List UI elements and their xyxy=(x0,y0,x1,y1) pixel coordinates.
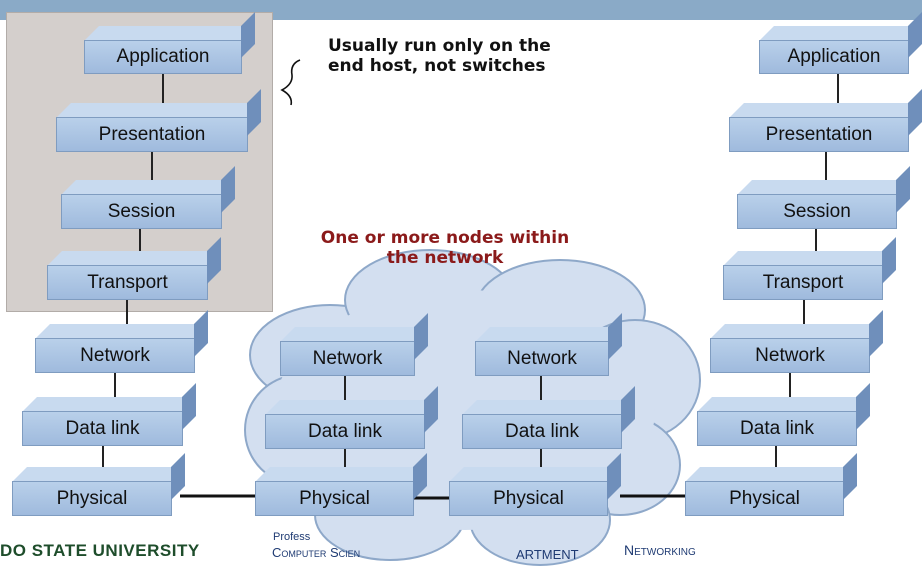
brace-icon xyxy=(280,59,301,106)
right-application-layer: Application xyxy=(759,40,909,74)
router2-physical-layer: Physical xyxy=(449,481,608,516)
right-presentation-layer: Presentation xyxy=(729,117,909,152)
end-host-note-line2: end host, not switches xyxy=(328,56,546,76)
end-host-note-line1: Usually run only on the xyxy=(328,36,551,56)
right-physical-layer: Physical xyxy=(685,481,844,516)
right-data-link-layer: Data link xyxy=(697,411,857,446)
router1-network-layer: Network xyxy=(280,341,415,376)
right-transport-layer: Transport xyxy=(723,265,883,300)
professor-label: Profess xyxy=(273,531,311,543)
left-session-layer: Session xyxy=(61,194,222,229)
network-nodes-note-line2: the network xyxy=(386,248,504,268)
department-label-left: Computer Scien xyxy=(272,545,361,560)
left-physical-layer: Physical xyxy=(12,481,172,516)
router2-data-link-layer: Data link xyxy=(462,414,622,449)
left-transport-layer: Transport xyxy=(47,265,208,300)
right-network-layer: Network xyxy=(710,338,870,373)
university-name: DO STATE UNIVERSITY xyxy=(0,541,200,560)
left-presentation-layer: Presentation xyxy=(56,117,248,152)
course-label: Networking xyxy=(624,542,696,558)
department-label-right: artment xyxy=(516,547,579,562)
left-network-layer: Network xyxy=(35,338,195,373)
router2-network-layer: Network xyxy=(475,341,609,376)
router1-data-link-layer: Data link xyxy=(265,414,425,449)
left-data-link-layer: Data link xyxy=(22,411,183,446)
left-application-layer: Application xyxy=(84,40,242,74)
network-nodes-note-line1: One or more nodes within xyxy=(320,228,570,248)
right-session-layer: Session xyxy=(737,194,897,229)
router1-physical-layer: Physical xyxy=(255,481,414,516)
network-nodes-note: One or more nodes within the network xyxy=(300,228,590,268)
end-host-note: Usually run only on the end host, not sw… xyxy=(328,36,551,76)
